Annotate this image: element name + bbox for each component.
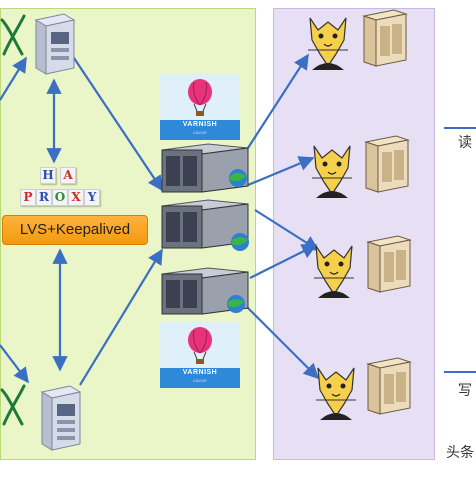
lvs-keepalived-label: LVS+Keepalived xyxy=(2,215,148,245)
server-icon xyxy=(365,135,409,193)
read-label: 读 xyxy=(458,135,472,151)
haproxy-letter: H xyxy=(40,167,56,184)
server-icon xyxy=(363,9,407,67)
server-icon xyxy=(161,199,249,249)
x-letter-icon xyxy=(0,14,26,56)
globe-icon xyxy=(229,169,247,187)
hot-air-balloon-icon xyxy=(188,79,212,116)
server-icon xyxy=(367,357,411,415)
haproxy-letter: R xyxy=(36,189,52,206)
varnish-sub: CACHE xyxy=(192,378,207,383)
varnish-name: VARNISH xyxy=(182,121,218,128)
globe-icon xyxy=(231,233,249,251)
server-icon xyxy=(40,385,82,451)
haproxy-letter: P xyxy=(20,189,36,206)
x-letter-icon xyxy=(0,384,26,426)
hot-air-balloon-icon xyxy=(188,327,212,364)
varnish-name: VARNISH xyxy=(182,369,218,376)
haproxy-letter: A xyxy=(60,167,76,184)
tomcat-icon xyxy=(307,17,349,71)
varnish-logo: VARNISH CACHE xyxy=(160,74,240,140)
headline-label: 头条 xyxy=(446,445,474,461)
globe-icon xyxy=(227,295,245,313)
haproxy-letter: O xyxy=(52,189,68,206)
varnish-sub: CACHE xyxy=(192,130,207,135)
write-label: 写 xyxy=(458,383,472,399)
tomcat-icon xyxy=(315,367,357,421)
varnish-logo: VARNISH CACHE xyxy=(160,322,240,388)
server-icon xyxy=(34,13,76,75)
haproxy-letter: X xyxy=(68,189,84,206)
tomcat-server-column xyxy=(307,9,411,421)
tomcat-icon xyxy=(311,145,353,199)
cache-server-rack xyxy=(161,143,249,315)
server-icon xyxy=(161,143,249,193)
haproxy-letter: Y xyxy=(84,189,100,206)
haproxy-logo: H A P R O X Y xyxy=(14,165,106,209)
server-icon xyxy=(367,235,411,293)
tomcat-icon xyxy=(313,245,355,299)
server-icon xyxy=(161,267,249,315)
